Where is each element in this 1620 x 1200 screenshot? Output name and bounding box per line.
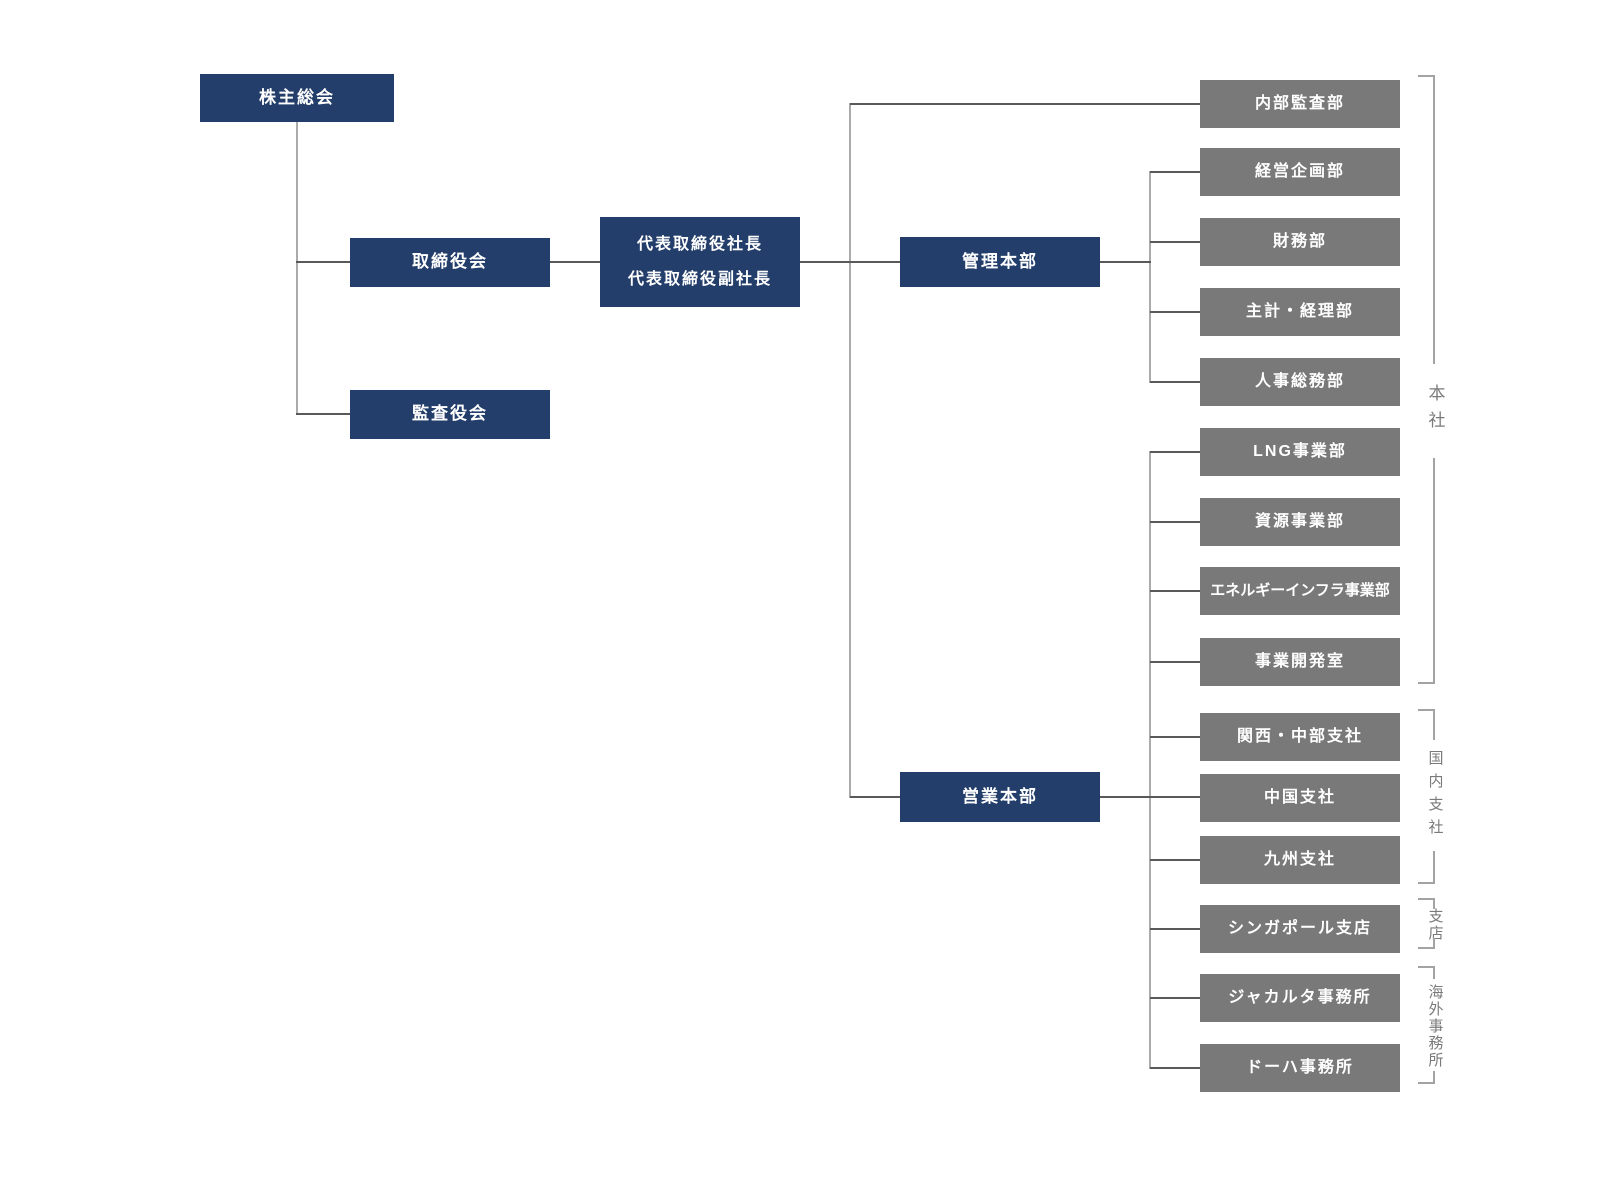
box-president: 代表取締役社長 代表取締役副社長 [600, 217, 800, 307]
connector-line [1150, 661, 1200, 663]
dept-label: エネルギーインフラ事業部 [1210, 582, 1390, 599]
bracket-line [1418, 709, 1435, 711]
connector-line [1150, 521, 1200, 523]
dept-label: 中国支社 [1263, 789, 1336, 807]
dept-box-jakarta-office: ジャカルタ事務所 [1200, 974, 1400, 1022]
dept-box-hr-general-affairs: 人事総務部 [1200, 358, 1400, 406]
bracket-line [1433, 938, 1435, 949]
group-label-overseas-offices: 海外事務所 [1426, 984, 1444, 1069]
bracket-line [1433, 1071, 1435, 1084]
connector-line [1150, 241, 1200, 243]
dept-box-accounting: 主計・経理部 [1200, 288, 1400, 336]
connector-line [1149, 171, 1151, 383]
connector-line [296, 413, 350, 415]
connector-line [1100, 261, 1151, 263]
connector-line [1150, 451, 1200, 453]
dept-label: 内部監査部 [1254, 95, 1345, 113]
dept-label: 財務部 [1272, 233, 1327, 251]
dept-label: 人事総務部 [1254, 373, 1345, 391]
connector-line [296, 261, 350, 263]
connector-line [1150, 1067, 1200, 1069]
dept-label: 九州支社 [1263, 851, 1336, 869]
dept-box-resources-business: 資源事業部 [1200, 498, 1400, 546]
dept-label: 資源事業部 [1254, 513, 1345, 531]
bracket-line [1433, 709, 1435, 740]
box-label: 株主総会 [259, 87, 335, 107]
connector-line [296, 122, 298, 415]
vice-president-title: 代表取締役副社長 [627, 271, 772, 288]
dept-box-chugoku-branch: 中国支社 [1200, 774, 1400, 822]
connector-line [850, 103, 1200, 105]
bracket-line [1433, 75, 1435, 364]
group-label-domestic-branches: 国内支社 [1426, 749, 1444, 842]
connector-line [850, 796, 900, 798]
connector-line [849, 103, 851, 798]
dept-box-kyushu-branch: 九州支社 [1200, 836, 1400, 884]
group-label-branch: 支店 [1426, 908, 1444, 942]
connector-line [1150, 311, 1200, 313]
connector-line [1150, 381, 1200, 383]
dept-box-internal-audit: 内部監査部 [1200, 80, 1400, 128]
bracket-line [1433, 966, 1435, 979]
dept-label: 経営企画部 [1254, 163, 1345, 181]
bracket-line [1418, 966, 1435, 968]
connector-line [1150, 859, 1200, 861]
box-label: 監査役会 [412, 404, 488, 424]
dept-box-energy-infrastructure: エネルギーインフラ事業部 [1200, 567, 1400, 615]
dept-box-doha-office: ドーハ事務所 [1200, 1044, 1400, 1092]
connector-line [1100, 796, 1200, 798]
dept-box-singapore-branch: シンガポール支店 [1200, 905, 1400, 953]
box-admin-division: 管理本部 [900, 237, 1100, 287]
dept-label: 関西・中部支社 [1236, 728, 1363, 746]
dept-box-lng-business: LNG事業部 [1200, 428, 1400, 476]
connector-line [1150, 736, 1200, 738]
group-label-head-office: 本社 [1425, 384, 1445, 438]
bracket-line [1433, 851, 1435, 884]
bracket-line [1418, 1082, 1435, 1084]
box-label: 管理本部 [962, 251, 1038, 271]
box-board-of-directors: 取締役会 [350, 238, 550, 287]
dept-label: シンガポール支店 [1227, 920, 1372, 938]
dept-box-business-development: 事業開発室 [1200, 638, 1400, 686]
connector-line [1150, 590, 1200, 592]
bracket-line [1418, 682, 1435, 684]
dept-label: 主計・経理部 [1245, 303, 1354, 321]
president-title: 代表取締役社長 [636, 235, 763, 253]
connector-line [1150, 997, 1200, 999]
dept-label: ジャカルタ事務所 [1228, 989, 1372, 1007]
bracket-line [1418, 75, 1435, 77]
bracket-line [1433, 898, 1435, 909]
bracket-line [1418, 882, 1435, 884]
connector-line [550, 261, 600, 263]
box-label: 営業本部 [962, 786, 1038, 806]
connector-line [1150, 171, 1200, 173]
box-sales-division: 営業本部 [900, 772, 1100, 822]
bracket-line [1433, 458, 1435, 684]
bracket-line [1418, 898, 1435, 900]
bracket-line [1418, 947, 1435, 949]
box-shareholders-meeting: 株主総会 [200, 74, 394, 122]
dept-label: LNG事業部 [1253, 443, 1347, 461]
box-label: 取締役会 [412, 252, 488, 272]
dept-label: 事業開発室 [1254, 653, 1345, 671]
dept-box-corporate-planning: 経営企画部 [1200, 148, 1400, 196]
connector-line [1150, 928, 1200, 930]
connector-line [1149, 451, 1151, 1069]
dept-label: ドーハ事務所 [1246, 1059, 1354, 1077]
connector-line [800, 261, 900, 263]
box-audit-and-supervisory-board: 監査役会 [350, 390, 550, 439]
dept-box-finance: 財務部 [1200, 218, 1400, 266]
dept-box-kansai-chubu-branch: 関西・中部支社 [1200, 713, 1400, 761]
